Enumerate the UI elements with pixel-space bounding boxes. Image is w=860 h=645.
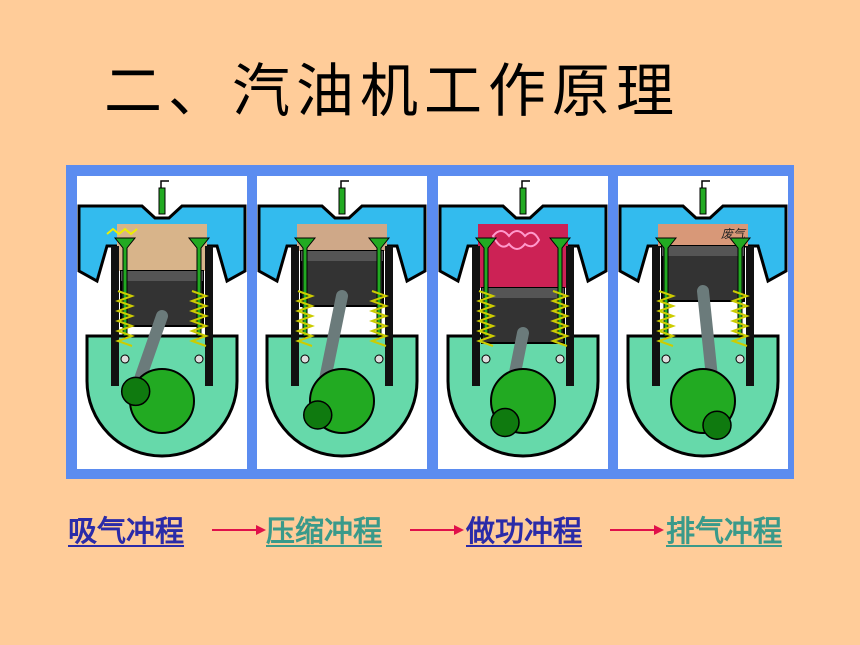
power-stroke-diagram <box>438 176 608 469</box>
valve-lifter <box>555 354 565 364</box>
valve-spring <box>115 290 135 347</box>
piston-ring <box>301 251 383 261</box>
valve-lifter <box>120 354 130 364</box>
page-title: 二、汽油机工作原理 <box>104 57 681 125</box>
spark-plug-icon <box>158 187 166 215</box>
intake-valve <box>654 237 678 337</box>
valve-lifter <box>374 354 384 364</box>
valve-spring <box>295 290 315 347</box>
spark-plug-icon <box>338 187 346 215</box>
spark-plug-icon <box>699 187 707 215</box>
valve-spring <box>369 290 389 347</box>
arrow-right-icon <box>610 525 664 535</box>
spark-plug-wire <box>701 180 710 188</box>
intake-stroke-diagram <box>77 176 247 469</box>
crank-pin <box>702 410 732 440</box>
intake-stroke-link[interactable]: 吸气冲程 <box>68 514 185 548</box>
cylinder-wall-right <box>205 246 213 386</box>
valve-spring <box>730 290 750 347</box>
power-stroke-link[interactable]: 做功冲程 <box>466 514 583 548</box>
spark-plug-wire <box>340 180 349 188</box>
piston-ring <box>121 271 203 281</box>
crank-pin <box>490 407 520 438</box>
valve-lifter <box>481 354 491 364</box>
spark-plug-icon <box>519 187 527 215</box>
combustion-chamber <box>117 224 207 271</box>
valve-spring <box>656 290 676 347</box>
valve-lifter <box>194 354 204 364</box>
compression-stroke-diagram <box>257 176 427 469</box>
intake-flow-arrows <box>106 227 138 236</box>
intake-valve <box>293 237 317 337</box>
valve-lifter <box>735 354 745 364</box>
crank-pin <box>303 400 333 430</box>
exhaust-gas-label: 废气 <box>721 227 747 241</box>
valve-spring <box>189 290 209 347</box>
valve-spring <box>550 290 570 347</box>
flame-burst-icon <box>491 230 541 250</box>
exhaust-valve <box>548 237 572 337</box>
spark-plug-wire <box>521 180 530 188</box>
crank-pin <box>120 376 151 407</box>
cylinder-wall-left <box>652 246 660 386</box>
cylinder-wall-right <box>385 246 393 386</box>
cylinder-wall-left <box>472 246 480 386</box>
arrow-right-icon <box>212 525 266 535</box>
compression-stroke-link[interactable]: 压缩冲程 <box>266 514 383 548</box>
arrow-right-icon <box>410 525 464 535</box>
cylinder-wall-left <box>291 246 299 386</box>
stroke-sequence: 吸气冲程 压缩冲程 做功冲程 排气冲程 <box>0 508 860 552</box>
exhaust-valve <box>367 237 391 337</box>
engine-diagram-panel: 废气 <box>66 165 794 479</box>
piston-ring <box>482 288 564 298</box>
intake-valve <box>113 237 137 337</box>
cylinder-wall-right <box>746 246 754 386</box>
piston-ring <box>662 246 744 256</box>
exhaust-valve <box>187 237 211 337</box>
exhaust-stroke-link[interactable]: 排气冲程 <box>666 514 783 548</box>
exhaust-valve <box>728 237 752 337</box>
valve-lifter <box>300 354 310 364</box>
spark-plug-wire <box>160 180 169 188</box>
valve-lifter <box>661 354 671 364</box>
exhaust-stroke-diagram: 废气 <box>618 176 788 469</box>
cylinder-wall-right <box>566 246 574 386</box>
combustion-chamber <box>658 224 748 246</box>
cylinder-wall-left <box>111 246 119 386</box>
valve-spring <box>476 290 496 347</box>
intake-valve <box>474 237 498 337</box>
